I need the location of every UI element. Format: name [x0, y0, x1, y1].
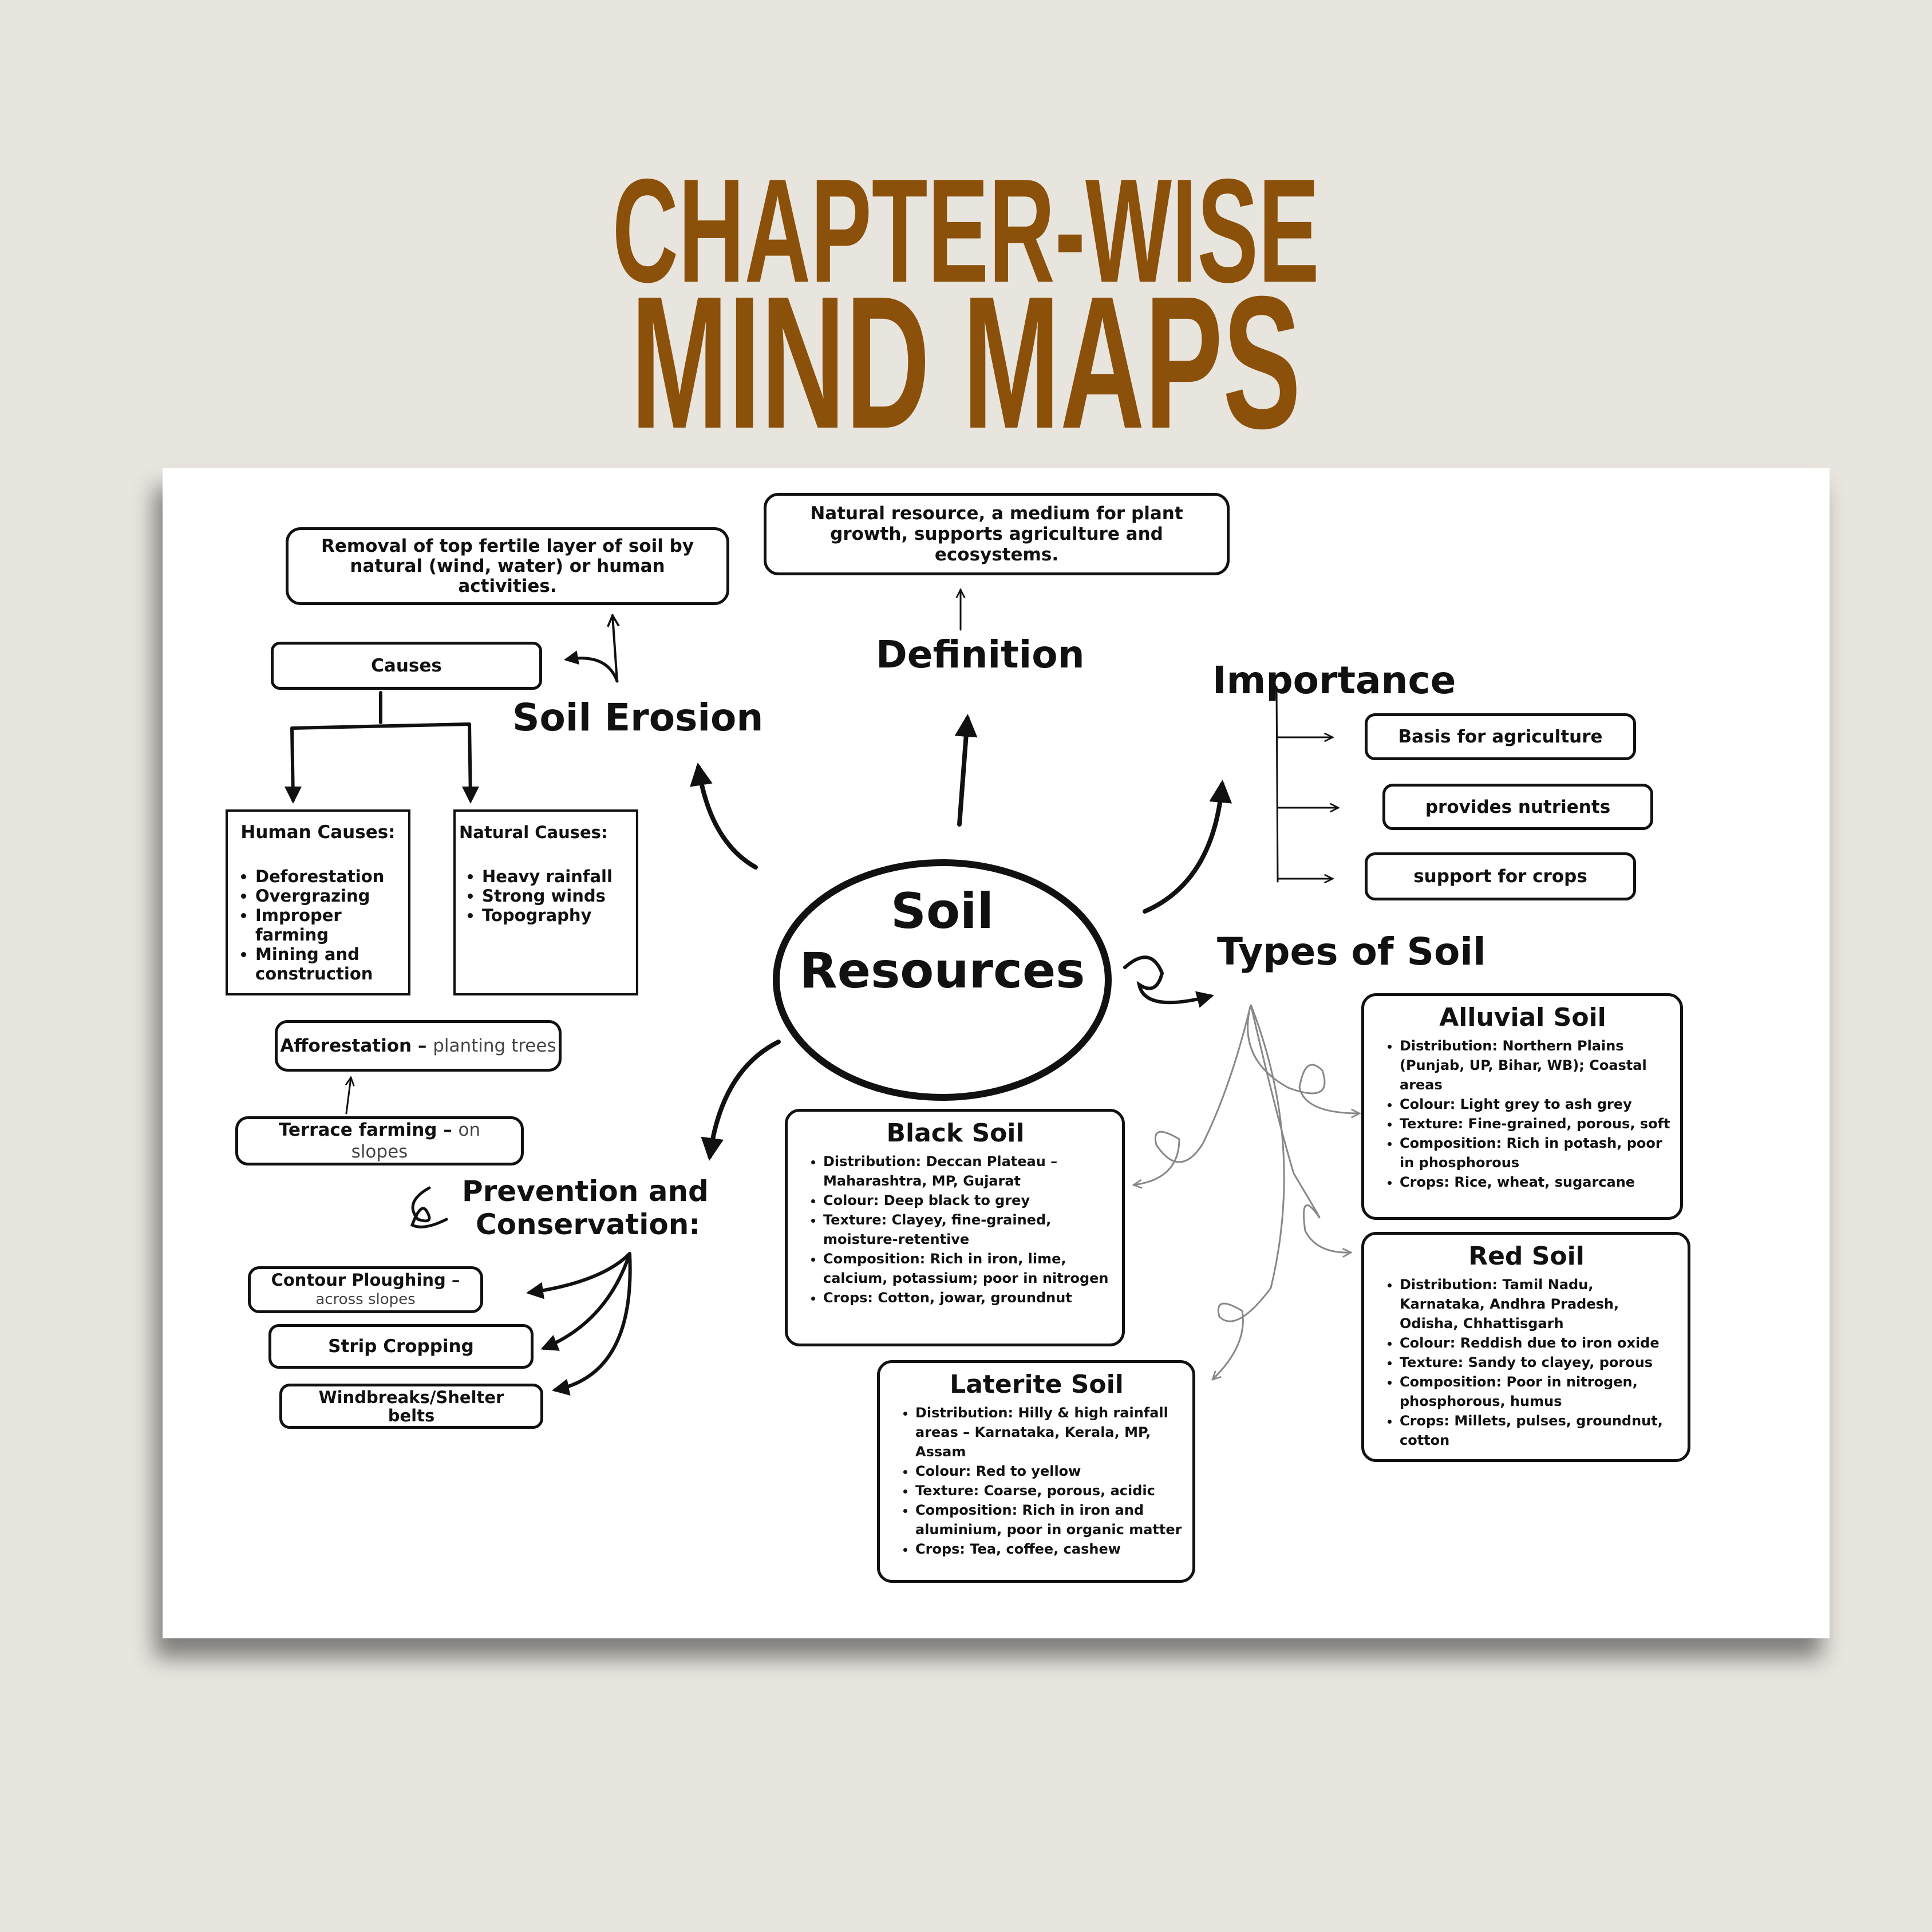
soil-fact: Composition: Rich in potash, poor in pho…	[1400, 1133, 1671, 1172]
soil-fact: Crops: Millets, pulses, groundnut, cotto…	[1400, 1411, 1678, 1450]
strip-cropping-box: Strip Cropping	[268, 1324, 534, 1369]
soil-fact: Composition: Poor in nitrogen, phosphoro…	[1400, 1372, 1678, 1411]
soil-fact: Texture: Clayey, fine-grained, moisture-…	[823, 1210, 1113, 1249]
red-soil-box: Red Soil Distribution: Tamil Nadu, Karna…	[1361, 1232, 1690, 1462]
terrace-title: Terrace farming –	[278, 1120, 452, 1140]
human-causes-title: Human Causes:	[240, 822, 396, 843]
erosion-definition-box: Removal of top fertile layer of soil by …	[286, 527, 729, 605]
definition-text: Natural resource, a medium for plant gro…	[810, 503, 1183, 565]
importance-item: support for crops	[1365, 852, 1636, 900]
soil-fact: Crops: Cotton, jowar, groundnut	[823, 1288, 1113, 1307]
arrow-to-definition	[954, 714, 978, 827]
center-line1: Soil	[891, 883, 994, 940]
soil-fact: Colour: Red to yellow	[915, 1461, 1183, 1481]
soil-fact: Composition: Rich in iron, lime, calcium…	[823, 1249, 1113, 1288]
arrow-terrace-afforestation	[346, 1077, 351, 1115]
human-cause-item: Improper farming	[255, 906, 404, 945]
soil-fact: Distribution: Hilly & high rainfall area…	[915, 1403, 1183, 1461]
black-soil-title: Black Soil	[886, 1119, 1025, 1148]
afforestation-title: Afforestation –	[280, 1036, 427, 1056]
prevention-curl-icon	[410, 1186, 448, 1228]
terrace-desc: on slopes	[351, 1120, 481, 1162]
center-ellipse	[773, 859, 1112, 1101]
importance-label: Importance	[1212, 658, 1456, 702]
contour-desc: across slopes	[315, 1291, 416, 1308]
soil-fact: Colour: Reddish due to iron oxide	[1400, 1333, 1678, 1353]
black-soil-box: Black Soil Distribution: Deccan Plateau …	[785, 1109, 1125, 1346]
arrow-to-strip	[540, 1252, 631, 1351]
causes-tree	[290, 691, 472, 800]
soil-fact: Composition: Rich in iron and aluminium,…	[915, 1500, 1183, 1539]
human-cause-item: Overgrazing	[255, 886, 404, 906]
types-of-soil-label: Types of Soil	[1217, 930, 1486, 974]
importance-item-text: support for crops	[1413, 866, 1587, 887]
causes-box: Causes	[271, 642, 542, 690]
branch-laterite	[1212, 1004, 1285, 1380]
red-soil-title: Red Soil	[1468, 1242, 1585, 1271]
center-topic: Soil Resources	[776, 882, 1108, 1001]
natural-causes-box: Natural Causes: Heavy rainfall Strong wi…	[453, 809, 638, 995]
soil-fact: Crops: Tea, coffee, cashew	[915, 1539, 1183, 1559]
human-cause-item: Deforestation	[255, 867, 404, 886]
strip-cropping-text: Strip Cropping	[328, 1336, 474, 1357]
arrow-to-prevention	[701, 1040, 781, 1161]
definition-box: Natural resource, a medium for plant gro…	[764, 493, 1230, 575]
arrow-erosion-causes	[564, 650, 619, 683]
windbreaks-text: Windbreaks/Shelter belts	[318, 1387, 504, 1425]
erosion-definition-text: Removal of top fertile layer of soil by …	[321, 535, 694, 596]
natural-causes-title: Natural Causes:	[459, 823, 608, 842]
afforestation-desc: planting trees	[433, 1036, 556, 1056]
soil-fact: Texture: Coarse, porous, acidic	[915, 1481, 1183, 1500]
definition-label: Definition	[876, 633, 1085, 677]
arrow-to-windbreaks	[552, 1252, 632, 1396]
branch-black	[1133, 1004, 1252, 1185]
contour-title: Contour Ploughing –	[271, 1270, 460, 1290]
arrow-to-types	[1123, 955, 1214, 1008]
importance-bracket	[1275, 686, 1338, 883]
contour-box: Contour Ploughing – across slopes	[248, 1266, 483, 1313]
soil-fact: Distribution: Deccan Plateau – Maharasht…	[823, 1152, 1113, 1191]
prevention-label-line2: Conservation:	[476, 1208, 701, 1241]
arrow-to-erosion	[690, 762, 758, 870]
laterite-soil-title: Laterite Soil	[950, 1370, 1124, 1399]
alluvial-soil-title: Alluvial Soil	[1439, 1003, 1606, 1032]
laterite-soil-box: Laterite Soil Distribution: Hilly & high…	[877, 1360, 1195, 1583]
arrow-to-contour	[526, 1252, 631, 1299]
afforestation-box: Afforestation – planting trees	[275, 1020, 562, 1072]
soil-fact: Distribution: Tamil Nadu, Karnataka, And…	[1400, 1275, 1678, 1333]
branch-alluvial	[1247, 1004, 1360, 1113]
importance-item: Basis for agriculture	[1365, 713, 1636, 760]
soil-fact: Texture: Fine-grained, porous, soft	[1400, 1114, 1671, 1133]
natural-cause-item: Heavy rainfall	[482, 867, 633, 886]
terrace-box: Terrace farming – on slopes	[235, 1116, 524, 1165]
human-causes-box: Human Causes: Deforestation Overgrazing …	[226, 809, 410, 995]
prevention-label: Prevention and Conservation:	[462, 1175, 709, 1241]
soil-fact: Crops: Rice, wheat, sugarcane	[1400, 1172, 1671, 1192]
causes-label: Causes	[371, 655, 442, 676]
alluvial-soil-box: Alluvial Soil Distribution: Northern Pla…	[1361, 993, 1683, 1220]
center-line2: Resources	[799, 942, 1085, 999]
human-cause-item: Mining and construction	[255, 945, 404, 983]
prevention-label-line1: Prevention and	[462, 1175, 709, 1208]
soil-fact: Distribution: Northern Plains (Punjab, U…	[1400, 1036, 1671, 1095]
importance-item: provides nutrients	[1382, 784, 1653, 830]
importance-item-text: Basis for agriculture	[1398, 726, 1603, 747]
soil-fact: Colour: Light grey to ash grey	[1400, 1095, 1671, 1114]
importance-item-text: provides nutrients	[1425, 796, 1611, 817]
header-title-line2: MIND MAPS	[631, 256, 1301, 468]
branch-red	[1250, 1004, 1351, 1253]
header-title-line1: CHAPTER-WISE	[612, 148, 1320, 313]
soil-fact: Texture: Sandy to clayey, porous	[1400, 1353, 1678, 1372]
soil-fact: Colour: Deep black to grey	[823, 1191, 1113, 1210]
windbreaks-box: Windbreaks/Shelter belts	[279, 1384, 543, 1429]
natural-cause-item: Strong winds	[482, 886, 633, 906]
natural-cause-item: Topography	[482, 906, 633, 925]
arrow-erosion-box	[613, 615, 617, 682]
soil-erosion-label: Soil Erosion	[512, 696, 764, 740]
arrow-to-importance	[1143, 780, 1232, 914]
